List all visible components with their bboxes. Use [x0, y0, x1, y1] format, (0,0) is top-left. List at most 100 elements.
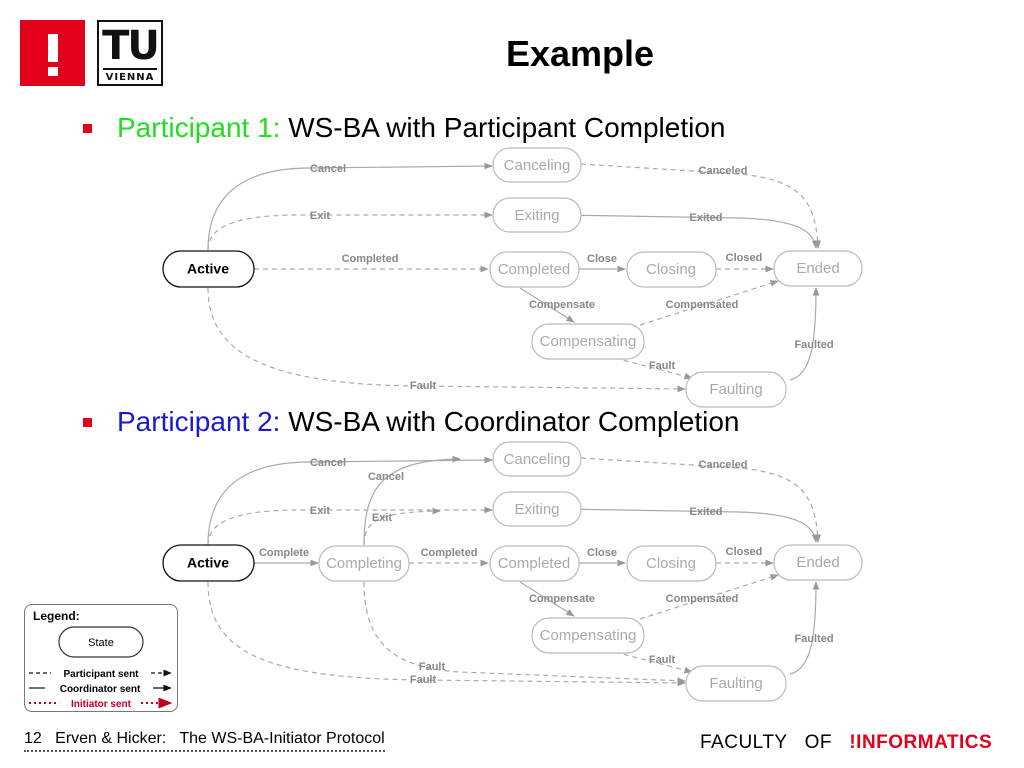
tu-vienna-logo: TU VIENNA: [97, 20, 163, 86]
svg-text:Canceling: Canceling: [504, 451, 571, 468]
diagram2: Cancel Cancel Exit Exit Complete Complet…: [162, 441, 863, 702]
label-fault-comp: Fault: [649, 360, 676, 372]
edge2-exit-completing: [363, 507, 441, 546]
edge2-compensate: [519, 581, 575, 617]
edge-canceled: [580, 163, 822, 249]
edge2-cancel: [207, 456, 493, 546]
edge-exit: [207, 211, 493, 251]
label-faulted: Faulted: [794, 339, 833, 351]
legend-initiator: Initiator sent: [71, 699, 132, 710]
svg-text:Ended: Ended: [796, 554, 839, 571]
section1-label: Participant 1:: [117, 112, 281, 143]
label2-complete: Complete: [259, 547, 309, 559]
state2-completed: Completed: [489, 545, 580, 582]
svg-text:Closing: Closing: [646, 261, 696, 278]
svg-text:Active: Active: [187, 555, 229, 571]
state-compensating: Compensating: [531, 323, 645, 360]
informatics-text: !INFORMATICS: [849, 732, 993, 753]
legend-title: Legend:: [33, 609, 80, 623]
svg-text:Completing: Completing: [326, 555, 402, 572]
edge2-faulted: [789, 581, 820, 675]
label2-exit: Exit: [310, 505, 331, 517]
faculty-of-text: FACULTY OF: [700, 732, 832, 753]
edge-cancel: [207, 162, 493, 251]
edge-exited: [561, 214, 819, 249]
label2-exit2: Exit: [372, 512, 393, 524]
edge2-fault-completing: [363, 581, 686, 685]
state2-canceling: Canceling: [492, 441, 582, 477]
label2-compensated: Compensated: [666, 593, 739, 605]
footer-topic: The WS-BA-Initiator Protocol: [179, 730, 385, 747]
state2-ended: Ended: [773, 544, 863, 581]
label-closed: Closed: [726, 252, 763, 264]
label-compensated: Compensated: [666, 299, 739, 311]
label2-cancel: Cancel: [310, 457, 346, 469]
label2-closed: Closed: [726, 546, 763, 558]
edge2-cancel-completing: [363, 455, 461, 546]
slide-title: Example: [505, 33, 655, 74]
state-active: Active: [162, 250, 255, 288]
section2-label: Participant 2:: [117, 406, 281, 437]
state2-exiting: Exiting: [492, 491, 582, 527]
state2-compensating: Compensating: [531, 617, 645, 654]
section1-heading: Participant 1: WS-BA with Participant Co…: [117, 112, 725, 144]
logo-vienna-text: VIENNA: [105, 72, 155, 83]
edge2-canceled: [580, 457, 822, 543]
state-faulting: Faulting: [685, 371, 787, 408]
svg-text:Compensating: Compensating: [540, 627, 637, 644]
state-completed: Completed: [489, 251, 580, 288]
page-number: 12: [24, 730, 42, 747]
bullet-square-icon: [83, 418, 92, 427]
state-exiting: Exiting: [492, 197, 582, 233]
state-closing: Closing: [626, 251, 717, 288]
svg-text:Completed: Completed: [498, 261, 571, 278]
section2-heading: Participant 2: WS-BA with Coordinator Co…: [117, 406, 740, 438]
svg-text:Active: Active: [187, 261, 229, 277]
label-fault: Fault: [410, 380, 437, 392]
label2-fault-comp: Fault: [649, 654, 676, 666]
label-completed: Completed: [342, 253, 399, 265]
state2-closing: Closing: [626, 545, 717, 582]
label2-close: Close: [587, 547, 617, 559]
svg-text:Exiting: Exiting: [514, 501, 559, 518]
legend-state-label: State: [88, 637, 114, 649]
svg-text:Compensating: Compensating: [540, 333, 637, 350]
legend-participant: Participant sent: [63, 669, 139, 680]
state-ended: Ended: [773, 250, 863, 287]
svg-text:Completed: Completed: [498, 555, 571, 572]
section1-rest: WS-BA with Participant Completion: [280, 112, 726, 143]
legend: Legend: State Participant sent Coordinat…: [24, 604, 178, 712]
label-compensate: Compensate: [529, 299, 595, 311]
logo-tu-text: TU: [102, 23, 160, 69]
label2-exited: Exited: [689, 506, 722, 518]
svg-text:Closing: Closing: [646, 555, 696, 572]
label2-fault: Fault: [410, 674, 437, 686]
state2-faulting: Faulting: [685, 665, 787, 702]
edge-compensate: [519, 287, 575, 323]
legend-coordinator: Coordinator sent: [60, 684, 141, 695]
diagram1: Cancel Exit Completed Fault Canceled Exi…: [162, 147, 863, 408]
edge2-fault-comp: [614, 651, 693, 674]
section2-rest: WS-BA with Coordinator Completion: [280, 406, 740, 437]
state-canceling: Canceling: [492, 147, 582, 183]
label-exit: Exit: [310, 210, 331, 222]
label-close: Close: [587, 253, 617, 265]
bullet-square-icon: [83, 124, 92, 133]
legend-graphics: State Participant sent Coordinator sent …: [29, 626, 173, 710]
edge2-exit: [207, 506, 493, 546]
edge2-fault: [207, 581, 686, 687]
legend-state-shape: [58, 626, 144, 658]
label2-fault2: Fault: [419, 661, 446, 673]
footer-authors: Erven & Hicker:: [55, 730, 167, 747]
edge-compensated: [639, 280, 779, 326]
label2-completed: Completed: [421, 547, 478, 559]
tu-exclamation-logo: [20, 20, 85, 86]
edge2-compensated: [639, 574, 779, 620]
svg-text:Faulting: Faulting: [709, 381, 762, 398]
state2-completing: Completing: [318, 545, 410, 582]
edge-faulted: [789, 287, 820, 381]
edge-fault-comp: [614, 357, 693, 380]
label2-faulted: Faulted: [794, 633, 833, 645]
label2-compensate: Compensate: [529, 593, 595, 605]
